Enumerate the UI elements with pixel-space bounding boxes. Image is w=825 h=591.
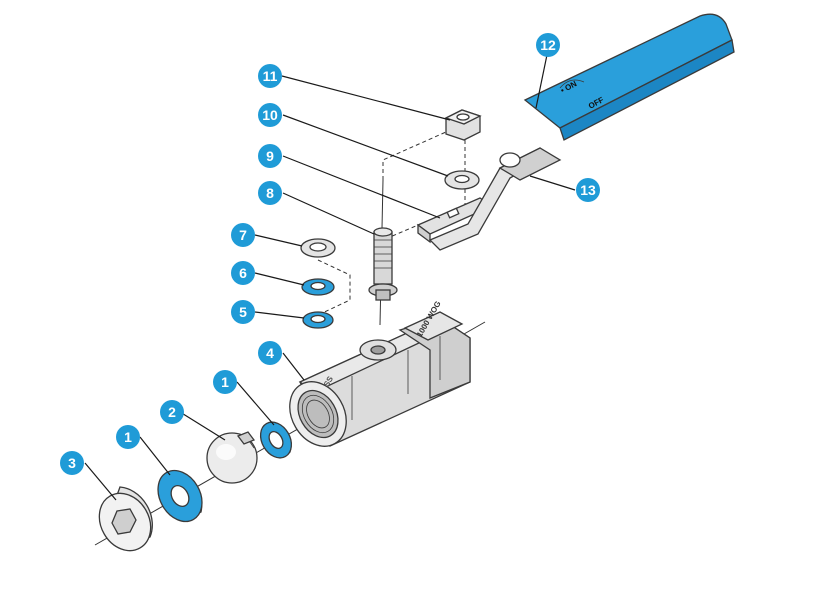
- callout-badge-b13: 13: [576, 178, 600, 202]
- callout-badge-b8: 8: [258, 181, 282, 205]
- callout-badge-circle: [231, 261, 255, 285]
- callout-badge-b6: 6: [231, 261, 255, 285]
- callout-badge-circle: [213, 370, 237, 394]
- callout-badge-number: 8: [266, 185, 274, 201]
- callout-badge-circle: [231, 223, 255, 247]
- callout-badge-circle: [576, 178, 600, 202]
- callout-badge-number: 13: [580, 182, 596, 198]
- callout-badge-number: 4: [266, 345, 274, 361]
- callout-badge-number: 1: [124, 429, 132, 445]
- callout-badge-circle: [258, 341, 282, 365]
- callout-badge-number: 10: [262, 107, 278, 123]
- callout-badge-circle: [160, 400, 184, 424]
- callout-badge-number: 6: [239, 265, 247, 281]
- callout-badge-b9: 9: [258, 144, 282, 168]
- callout-badge-circle: [258, 144, 282, 168]
- callout-badge-b2: 2: [160, 400, 184, 424]
- callout-badge-circle: [258, 181, 282, 205]
- stem-part: [368, 227, 398, 301]
- callout-badge-circle: [116, 425, 140, 449]
- washer-dashed-guide: [317, 259, 351, 316]
- callout-badge-b12: 12: [536, 33, 560, 57]
- callout-badge-b1b: 1: [116, 425, 140, 449]
- packing-ring-6-part: [301, 278, 335, 296]
- callout-badge-number: 12: [540, 37, 556, 53]
- callout-badge-b7: 7: [231, 223, 255, 247]
- callout-badge-number: 7: [239, 227, 247, 243]
- ball-part: [206, 431, 258, 484]
- washer-10-part: [444, 170, 480, 190]
- callout-badge-number: 5: [239, 304, 247, 320]
- seat-ring-rear-part: [259, 421, 293, 459]
- callout-badge-number: 11: [263, 68, 278, 84]
- callout-badge-circle: [258, 64, 282, 88]
- seat-ring-front-part: [157, 469, 203, 523]
- callout-badge-b11: 11: [258, 64, 282, 88]
- callout-badge-b10: 10: [258, 103, 282, 127]
- callout-badge-circle: [258, 103, 282, 127]
- callout-badge-number: 9: [266, 148, 274, 164]
- callout-badge-circle: [60, 451, 84, 475]
- stem-dashed-guide: [382, 127, 456, 180]
- nut-11-part: [444, 109, 482, 141]
- callout-badge-number: 3: [68, 455, 76, 471]
- lever-handle-part: • ON OFF: [428, 13, 735, 251]
- callout-badge-number: 1: [221, 374, 229, 390]
- callout-badge-number: 2: [168, 404, 176, 420]
- end-cap-part: [98, 486, 153, 552]
- callout-badge-circle: [231, 300, 255, 324]
- callout-badge-b1a: 1: [213, 370, 237, 394]
- leader-lines: [84, 49, 576, 501]
- thrust-washer-7-part: [300, 238, 336, 258]
- callout-badge-b3: 3: [60, 451, 84, 475]
- packing-ring-5-part: [302, 311, 334, 329]
- callout-badge-b5: 5: [231, 300, 255, 324]
- callout-badge-circle: [536, 33, 560, 57]
- callout-badge-b4: 4: [258, 341, 282, 365]
